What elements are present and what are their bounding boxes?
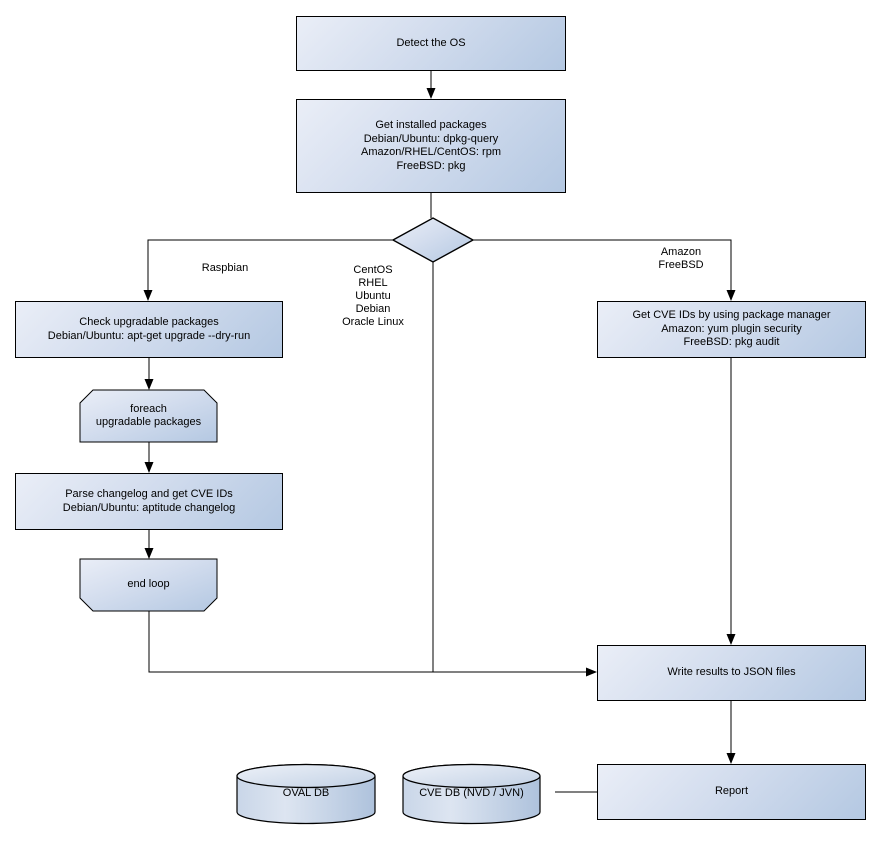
edge-label-text: Debian	[355, 303, 391, 315]
node-text: end loop	[127, 578, 170, 591]
node-text: foreach	[130, 402, 167, 415]
edge-decision-to-get-cve	[472, 239, 736, 301]
edge-label-text: FreeBSD	[658, 259, 704, 271]
node-text: Get CVE IDs by using package manager	[632, 309, 831, 322]
node-text: FreeBSD: pkg	[396, 159, 466, 172]
node-text: Check upgradable packages	[79, 316, 219, 328]
node-check-upgradable-packages: Check upgradable packages Debian/Ubuntu:…	[15, 301, 283, 358]
cve-db-cylinder	[402, 763, 541, 825]
node-write-results-json: Write results to JSON files	[597, 645, 866, 701]
node-parse-changelog: Parse changelog and get CVE IDs Debian/U…	[15, 473, 283, 530]
node-text: Debian/Ubuntu: apt-get upgrade --dry-run	[47, 329, 251, 342]
node-text: Detect the OS	[396, 36, 466, 49]
node-text: Write results to JSON files	[667, 666, 796, 679]
edge-label-text: RHEL	[358, 277, 388, 289]
edge-endloop-to-write-results	[148, 611, 597, 677]
oval-db-cylinder	[236, 763, 376, 825]
edge-label-raspbian: Raspbian	[180, 262, 270, 275]
edge-label-amazon-freebsd: Amazon FreeBSD	[640, 246, 722, 272]
node-text: Parse changelog and get CVE IDs	[65, 488, 233, 500]
node-text: OVAL DB	[282, 787, 330, 800]
edge-label-text: CentOS	[353, 264, 393, 276]
foreach-loop-shape	[79, 389, 218, 443]
node-get-cve-package-manager: Get CVE IDs by using package manager Ama…	[597, 301, 866, 358]
oval-db-label: OVAL DB	[237, 776, 375, 812]
node-report: Report	[597, 764, 866, 820]
node-text: FreeBSD: pkg audit	[683, 336, 780, 349]
edge-label-text: Ubuntu	[355, 290, 391, 302]
decision-diamond-shape	[391, 217, 475, 263]
node-text: Get installed packages	[375, 119, 487, 131]
edge-decision-to-check-upgradable	[143, 239, 393, 301]
end-loop-shape	[79, 558, 218, 612]
connectors	[143, 71, 736, 793]
node-text: upgradable packages	[95, 416, 202, 428]
edge-label-text: Amazon	[660, 246, 702, 258]
node-text: CVE DB (NVD / JVN)	[419, 787, 524, 800]
node-detect-os: Detect the OS	[296, 16, 566, 71]
node-text: Debian/Ubuntu: dpkg-query	[363, 132, 499, 145]
node-get-installed-packages: Get installed packages Debian/Ubuntu: dp…	[296, 99, 566, 193]
cve-db-label: CVE DB (NVD / JVN)	[403, 776, 540, 812]
node-text: Debian/Ubuntu: aptitude changelog	[62, 501, 236, 514]
edge-label-text: Raspbian	[201, 262, 249, 274]
node-text: Amazon/RHEL/CentOS: rpm	[361, 146, 501, 158]
edge-label-text: Oracle Linux	[342, 316, 404, 328]
node-text: Amazon: yum plugin security	[661, 322, 802, 335]
edge-label-os-list: CentOS RHEL Ubuntu Debian Oracle Linux	[323, 264, 423, 329]
end-loop-label: end loop	[80, 559, 217, 611]
foreach-loop-label: foreach upgradable packages	[80, 390, 217, 442]
node-text: Report	[714, 785, 749, 798]
